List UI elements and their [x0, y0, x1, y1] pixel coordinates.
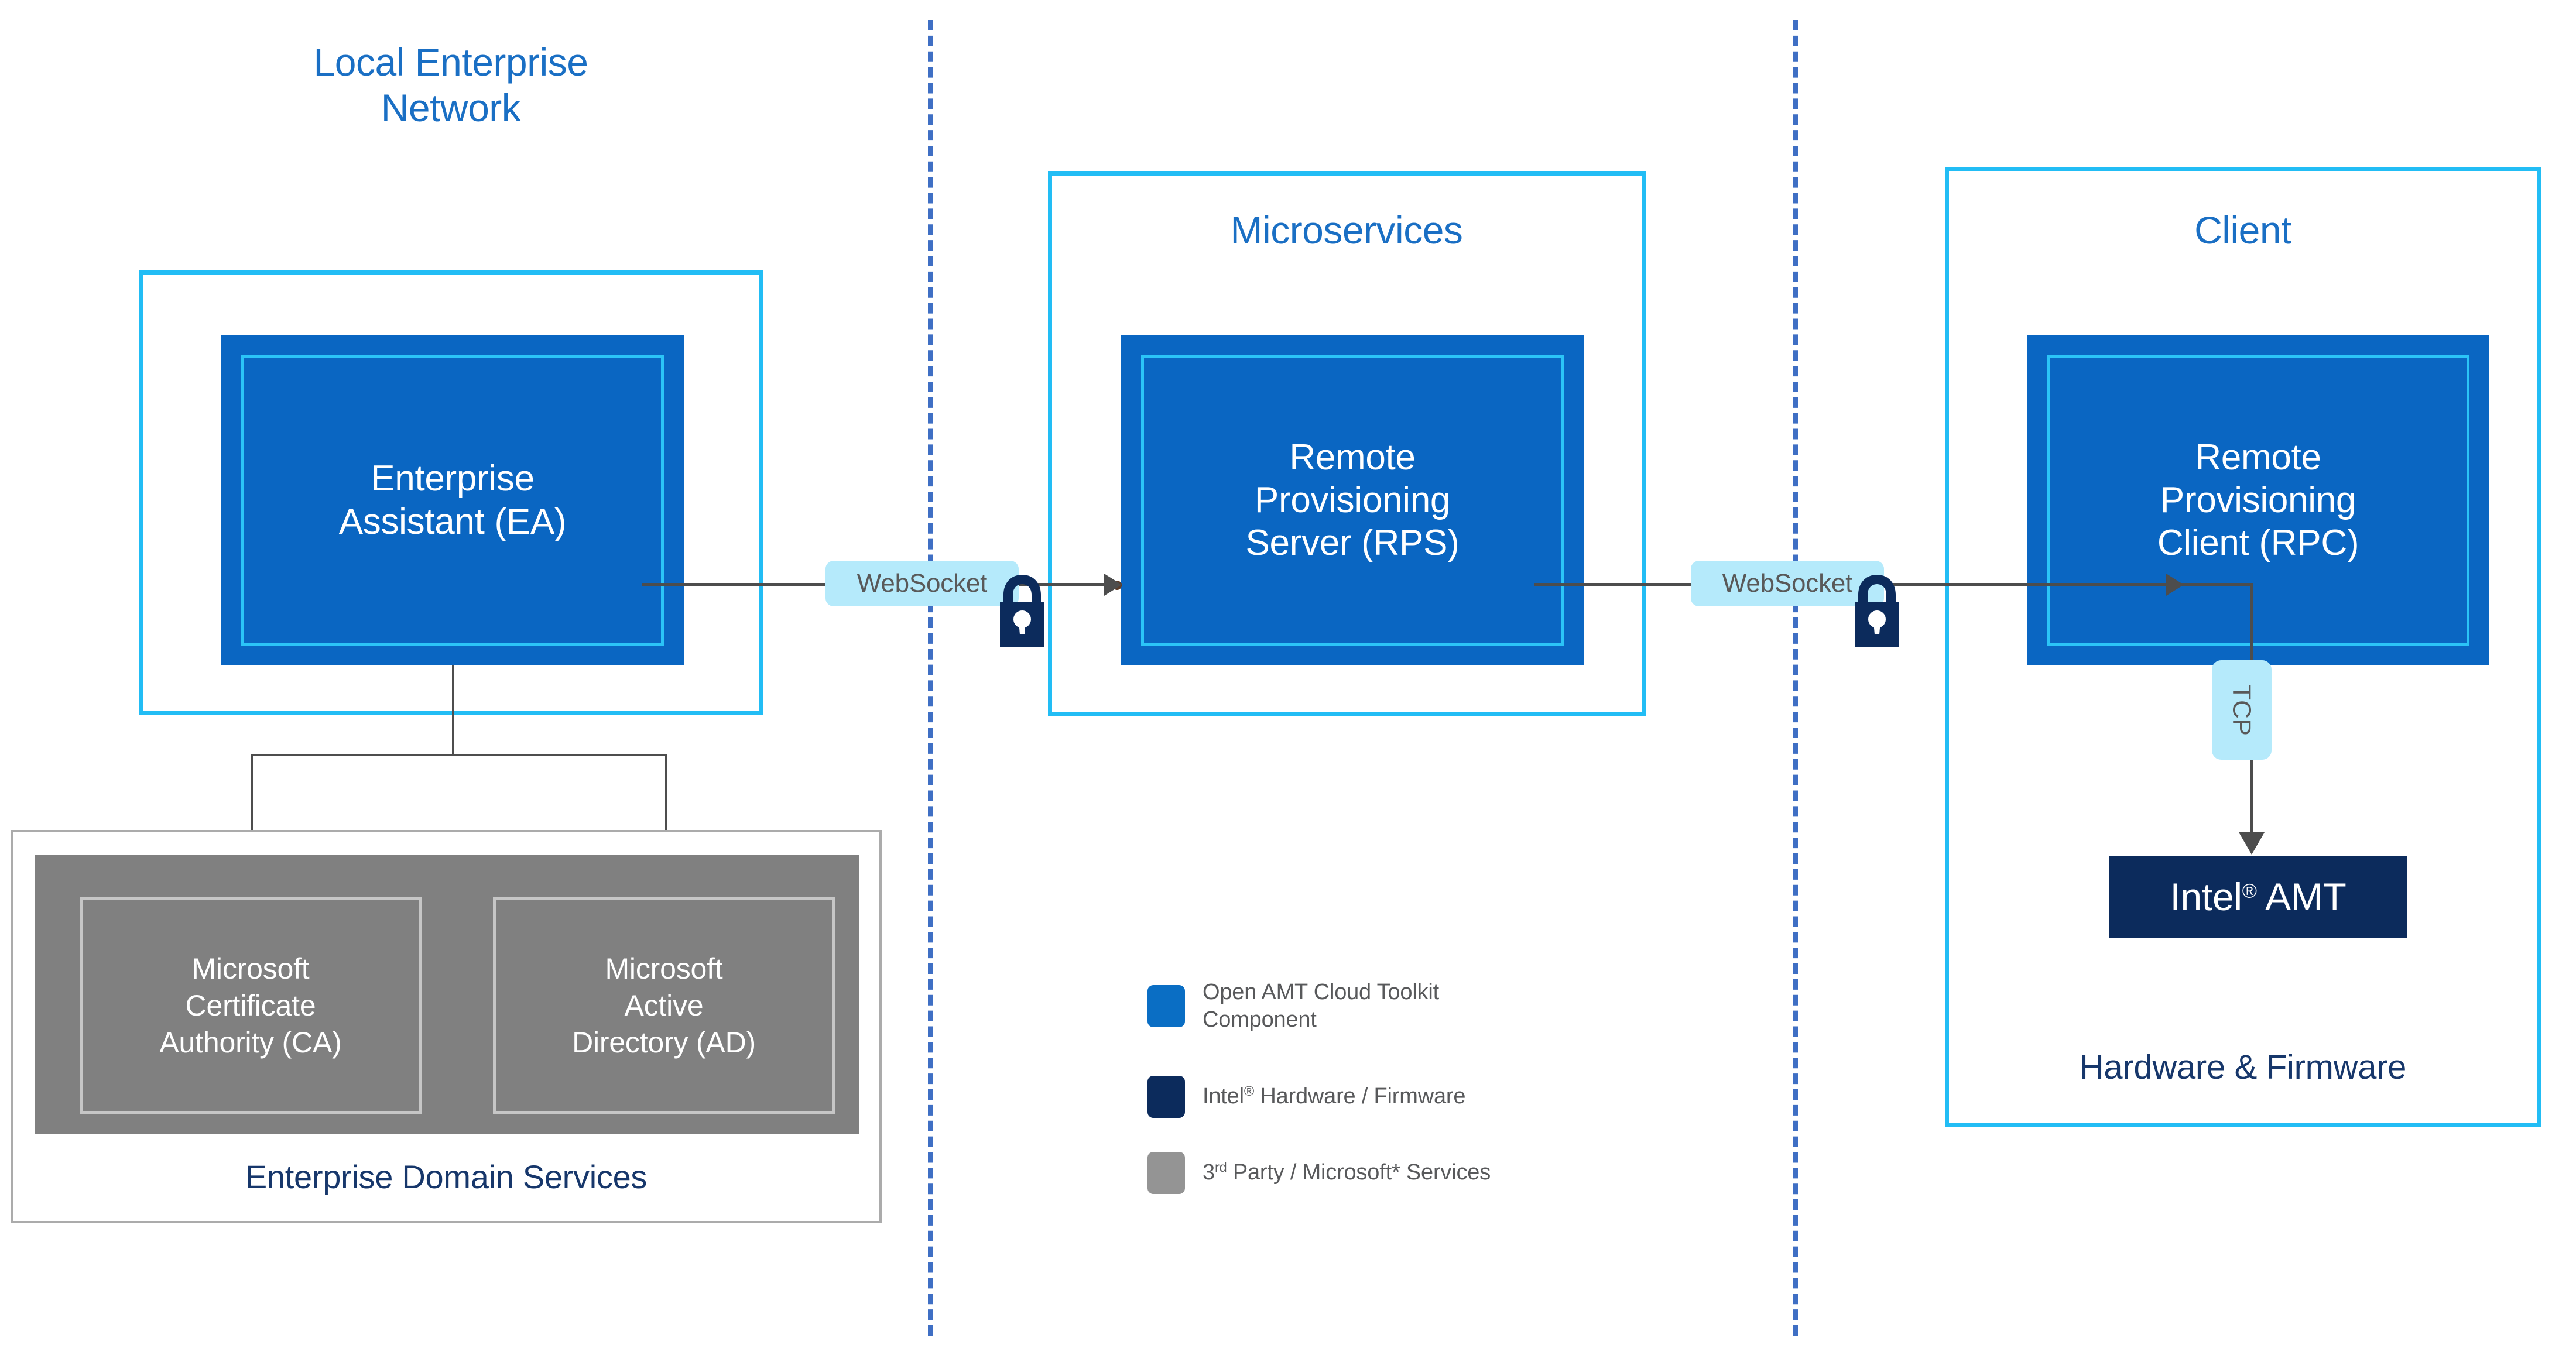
component-remote-provisioning-client-inner: Remote Provisioning Client (RPC)	[2047, 355, 2469, 646]
zone-box-microservices	[1048, 171, 1646, 716]
intel-amt-box[interactable]: Intel® AMT	[2109, 856, 2407, 938]
protocol-pill-tcp-label: TCP	[2228, 684, 2256, 736]
component-remote-provisioning-client-label: Remote Provisioning Client (RPC)	[2157, 437, 2359, 564]
legend-item-intel-hardware-firmware: Intel® Hardware / Firmware	[1147, 1076, 1465, 1118]
protocol-pill-websocket-1: WebSocket	[825, 561, 1019, 606]
connector-rpc-to-amt-arrow	[2239, 832, 2265, 855]
component-enterprise-assistant[interactable]: Enterprise Assistant (EA)	[221, 335, 684, 665]
legend-label-open-amt-cloud-toolkit-component: Open AMT Cloud Toolkit Component	[1203, 980, 1439, 1032]
connector-ea-branch-right	[665, 754, 667, 880]
protocol-pill-websocket-1-label: WebSocket	[857, 569, 988, 598]
legend-item-open-amt-cloud-toolkit-component: Open AMT Cloud Toolkit Component	[1147, 979, 1439, 1034]
service-microsoft-certificate-authority-label: Microsoft Certificate Authority (CA)	[159, 952, 342, 1059]
service-microsoft-certificate-authority[interactable]: Microsoft Certificate Authority (CA)	[80, 897, 422, 1114]
service-microsoft-active-directory[interactable]: Microsoft Active Directory (AD)	[493, 897, 835, 1114]
connector-rpc-elbow-horizontal	[2184, 583, 2253, 586]
enterprise-domain-services-box: Microsoft Certificate Authority (CA) Mic…	[11, 830, 882, 1223]
legend-swatch-open-amt-cloud-toolkit-component	[1147, 985, 1185, 1028]
legend-label-intel-hardware-firmware-post: Hardware / Firmware	[1253, 1084, 1466, 1109]
ordinal-suffix: rd	[1214, 1159, 1227, 1175]
intel-amt-label: Intel® AMT	[2170, 874, 2346, 919]
zone-separator-left	[928, 20, 933, 1336]
protocol-pill-websocket-2-label: WebSocket	[1722, 569, 1853, 598]
legend-label-third-party-microsoft-services-pre: 3	[1203, 1160, 1215, 1185]
legend-swatch-third-party-microsoft-services	[1147, 1152, 1185, 1194]
component-remote-provisioning-server[interactable]: Remote Provisioning Server (RPS)	[1121, 335, 1584, 665]
padlock-icon-websocket-2	[1855, 575, 1899, 647]
component-remote-provisioning-server-label: Remote Provisioning Server (RPS)	[1245, 437, 1460, 564]
enterprise-domain-services-caption: Enterprise Domain Services	[245, 1158, 648, 1195]
padlock-icon-websocket-1	[1000, 575, 1044, 647]
zone-separator-right	[1793, 20, 1798, 1336]
connector-ea-trunk	[452, 665, 454, 755]
component-remote-provisioning-server-inner: Remote Provisioning Server (RPS)	[1141, 355, 1564, 646]
service-microsoft-active-directory-label: Microsoft Active Directory (AD)	[572, 952, 756, 1059]
registered-icon: ®	[1244, 1083, 1254, 1099]
zone-title-microservices: Microservices	[1230, 208, 1463, 252]
component-enterprise-assistant-inner: Enterprise Assistant (EA)	[241, 355, 664, 646]
component-remote-provisioning-client[interactable]: Remote Provisioning Client (RPC)	[2027, 335, 2489, 665]
enterprise-domain-services-fill	[35, 855, 859, 1134]
connector-ea-branch-left	[251, 754, 253, 880]
connector-rps-to-rpc-arrow	[2166, 574, 2184, 596]
zone-box-local-enterprise-network	[139, 270, 763, 715]
intel-amt-label-rest: AMT	[2256, 875, 2347, 918]
intel-amt-label-main: Intel	[2170, 875, 2242, 918]
protocol-pill-websocket-2: WebSocket	[1691, 561, 1884, 606]
legend-label-third-party-microsoft-services: 3rd Party / Microsoft* Services	[1203, 1159, 1491, 1186]
connector-ea-fork-bar	[251, 754, 667, 756]
zone-box-client	[1945, 167, 2541, 1127]
legend-item-third-party-microsoft-services: 3rd Party / Microsoft* Services	[1147, 1152, 1491, 1194]
protocol-pill-tcp: TCP	[2212, 660, 2272, 760]
legend-label-third-party-microsoft-services-post: Party / Microsoft* Services	[1227, 1160, 1491, 1185]
legend-label-intel-hardware-firmware-pre: Intel	[1203, 1084, 1244, 1109]
zone-title-local-enterprise-network: Local Enterprise Network	[313, 40, 588, 129]
component-enterprise-assistant-label: Enterprise Assistant (EA)	[338, 458, 567, 542]
intel-amt-registered-icon: ®	[2242, 880, 2257, 903]
connector-ea-to-rps-arrow	[1104, 574, 1122, 596]
hardware-firmware-caption: Hardware & Firmware	[2079, 1048, 2407, 1086]
legend-label-intel-hardware-firmware: Intel® Hardware / Firmware	[1203, 1083, 1465, 1110]
legend-swatch-intel-hardware-firmware	[1147, 1076, 1185, 1118]
zone-title-client: Client	[2194, 208, 2291, 252]
